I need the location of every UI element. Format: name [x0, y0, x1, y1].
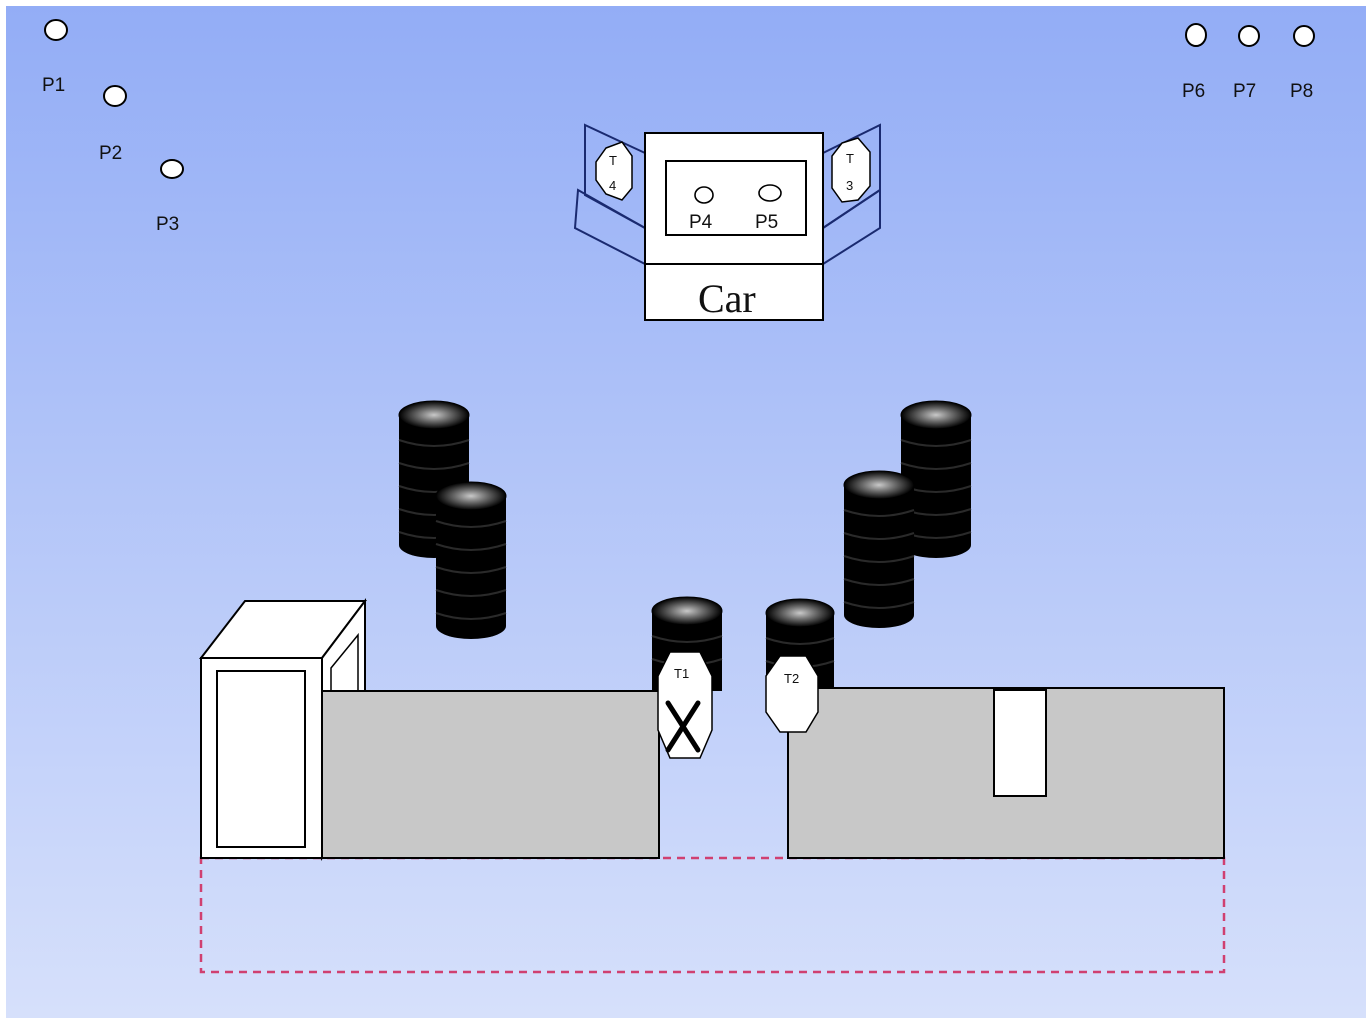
point-p7: P7 [1233, 25, 1260, 102]
tire-stack-top [900, 400, 972, 430]
car-window [665, 160, 807, 236]
tire-stack-body [844, 485, 914, 615]
tag-t2: T2 [765, 655, 819, 733]
tire-stack-right-front [843, 470, 915, 628]
circle-marker-icon [1185, 23, 1207, 47]
point-label-p5: P5 [755, 212, 778, 233]
point-label-p6: P6 [1182, 81, 1205, 102]
counter-left [321, 690, 660, 859]
circle-marker-icon [758, 184, 782, 202]
point-label-p8: P8 [1290, 81, 1313, 102]
tire-stack-bottom [901, 532, 971, 558]
point-p3: P3 [156, 159, 184, 235]
tag-t2-badge [765, 655, 819, 733]
tire-stack-top [765, 598, 835, 628]
counter-right-slot [993, 689, 1047, 797]
point-label-p3: P3 [156, 214, 179, 235]
circle-marker-icon [694, 186, 714, 204]
car-label: Car [698, 276, 756, 321]
cabinet-door [216, 670, 306, 848]
tag-t4-label-line1: T [609, 153, 617, 168]
tag-t3-badge [831, 137, 871, 203]
point-label-p4: P4 [689, 212, 713, 233]
tag-t3-label-line2: 3 [846, 178, 853, 193]
tire-stack-left-front [435, 481, 507, 639]
tag-t2-label: T2 [784, 671, 799, 686]
tag-t4-label-line2: 4 [609, 178, 616, 193]
tag-t1: T1 [657, 651, 713, 759]
tag-t3-label-line1: T [846, 151, 854, 166]
tire-stack-top [398, 400, 470, 430]
tag-t1-badge [657, 651, 713, 759]
point-label-p1: P1 [42, 75, 65, 96]
tag-t1-label: T1 [674, 666, 689, 681]
tire-stack-bottom [844, 602, 914, 628]
tire-stack-top [651, 596, 723, 626]
tire-stack-top [435, 481, 507, 511]
tire-stack-body [436, 496, 506, 626]
circle-marker-icon [160, 159, 184, 179]
tire-stack-top [843, 470, 915, 500]
circle-marker-icon [1293, 25, 1315, 47]
point-label-p2: P2 [99, 143, 122, 164]
tag-t4: T 4 [595, 141, 633, 201]
tag-t3: T 3 [831, 137, 871, 203]
car: P4 P5 Car T 4 T 3 [573, 123, 881, 321]
tag-t4-badge [595, 141, 633, 201]
point-label-p7: P7 [1233, 81, 1256, 102]
circle-marker-icon [1238, 25, 1260, 47]
tire-stack-bottom [436, 613, 506, 639]
point-p8: P8 [1290, 25, 1315, 102]
point-p6: P6 [1182, 23, 1207, 102]
circle-marker-icon [44, 19, 68, 41]
floor-area-outline [199, 856, 1226, 974]
circle-marker-icon [103, 85, 127, 107]
point-p4: P4 [689, 186, 714, 233]
point-p2: P2 [99, 85, 127, 164]
point-p1: P1 [42, 19, 68, 96]
point-p5: P5 [755, 184, 782, 233]
x-mark-icon [665, 700, 701, 753]
